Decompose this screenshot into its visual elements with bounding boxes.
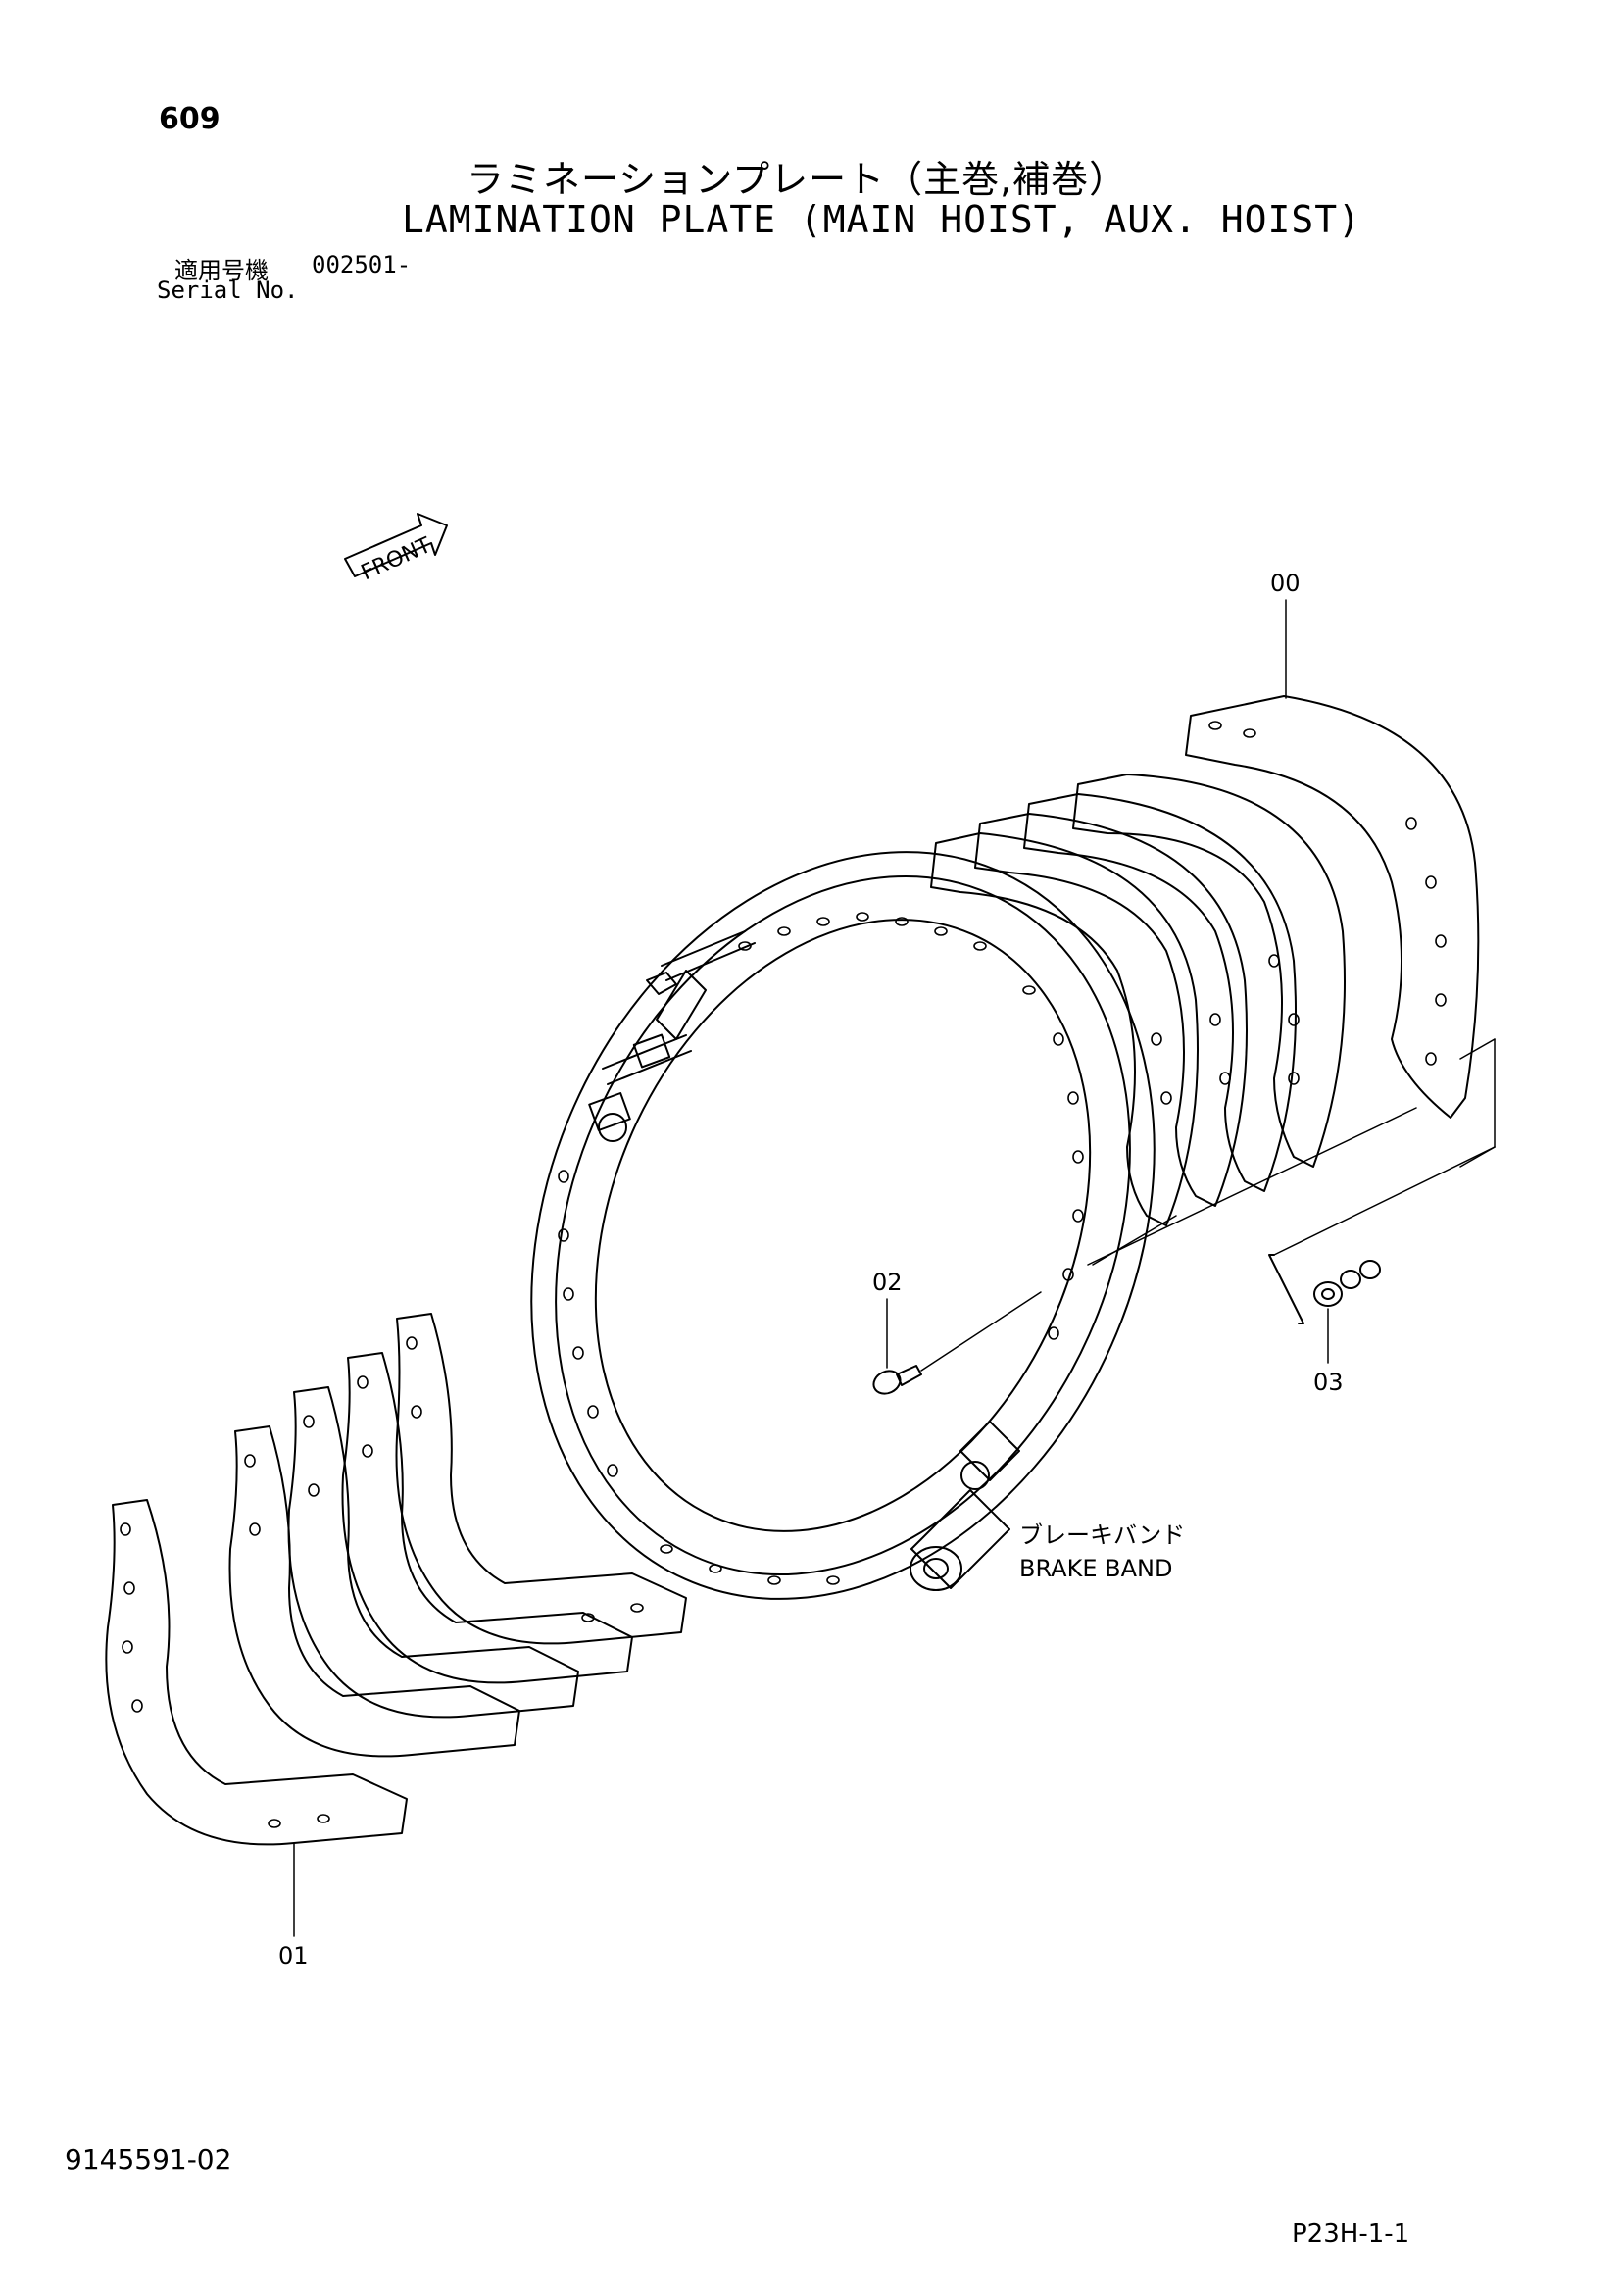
callout-01: 01 [278, 1942, 309, 1970]
callout-02: 02 [872, 1269, 903, 1296]
plate-set-bracket-right [1087, 1038, 1496, 1266]
page-number: 609 [159, 102, 221, 136]
front-arrow: FRONT [344, 513, 448, 586]
plate-holes-left [120, 1336, 644, 1828]
front-arrow-label: FRONT [358, 533, 435, 586]
leader-lines [293, 599, 1329, 1937]
anchor-lug [910, 1421, 1020, 1591]
serial-value: 002501- [312, 251, 412, 278]
document-number: 9145591-02 [65, 2143, 232, 2175]
brake-band-label-english: BRAKE BAND [1019, 1555, 1172, 1582]
brake-band-label-japanese: ブレーキバンド [1019, 1522, 1185, 1549]
serial-label-english: Serial No. [157, 276, 299, 304]
title-english: LAMINATION PLATE (MAIN HOIST, AUX. HOIST… [402, 198, 1361, 241]
plate-holes-right [1151, 721, 1447, 1105]
adjuster-bolts [588, 930, 756, 1142]
lamination-plates-right [930, 695, 1480, 1226]
rivet [872, 1291, 1042, 1395]
serial-label-japanese: 適用号機 [174, 257, 269, 284]
callout-03: 03 [1313, 1369, 1344, 1396]
washer-nut-group [1268, 1254, 1381, 1324]
callout-00: 00 [1270, 570, 1301, 597]
brake-band-holes [558, 912, 1084, 1585]
lamination-plates-left [105, 1313, 687, 1846]
title-japanese: ラミネーションプレート（主巻,補巻） [467, 158, 1128, 201]
page-code: P23H-1-1 [1292, 2220, 1410, 2249]
